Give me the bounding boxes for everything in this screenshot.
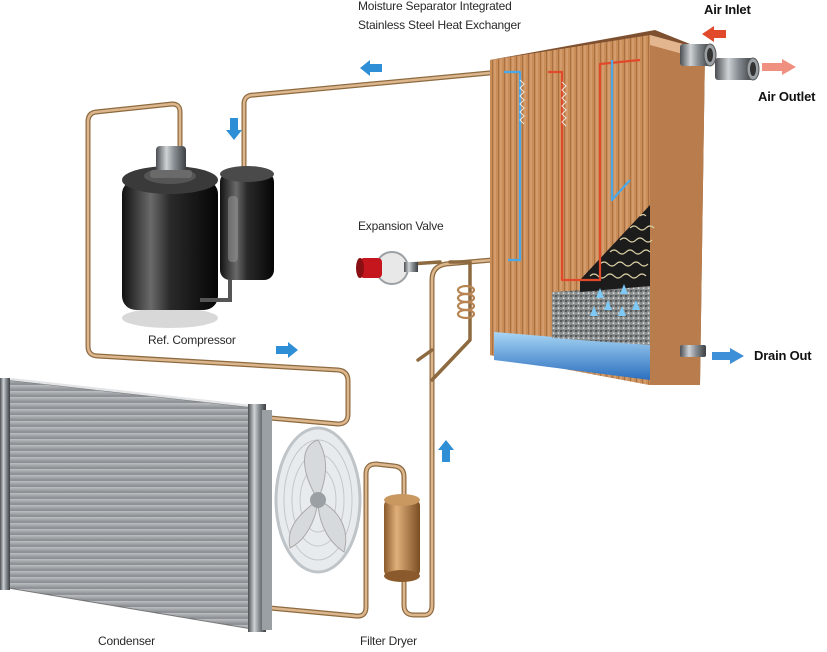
compressor-label: Ref. Compressor [148,333,236,347]
flow-arrow-icon [438,440,454,462]
condenser [0,378,272,632]
cold-flow-path [504,70,522,262]
air-outlet-nozzle [715,57,760,81]
heat-exchanger-label-line2: Stainless Steel Heat Exchanger [358,18,521,32]
flow-arrow-icon [276,342,298,358]
air-inlet-arrow-icon [702,26,726,42]
flow-arrow-icon [226,118,242,140]
drain-arrow-icon [712,348,744,364]
expansion-valve [356,251,418,285]
air-outlet-arrow-icon [762,59,796,75]
drain-nozzle [680,345,706,357]
condenser-label: Condenser [98,634,155,648]
heat-exchanger-label-line1: Moisture Separator Integrated [358,0,512,13]
expansion-valve-label: Expansion Valve [358,219,444,233]
filter-dryer [384,494,420,582]
air-inlet-label: Air Inlet [704,2,751,17]
filter-dryer-label: Filter Dryer [360,634,417,648]
condenser-fan [274,426,362,574]
air-flow-arrows [590,284,640,316]
ref-compressor [122,146,274,328]
air-inlet-nozzle [680,43,717,67]
separator-media [552,286,650,345]
flow-arrow-icon [360,60,382,76]
refrigerant-piping [85,69,503,619]
cold-flow-path-2 [610,60,631,202]
air-outlet-label: Air Outlet [758,89,816,104]
heat-exchanger [490,30,760,385]
water-basin [494,332,650,380]
drain-out-label: Drain Out [754,348,812,363]
hot-flow-path [548,58,641,282]
